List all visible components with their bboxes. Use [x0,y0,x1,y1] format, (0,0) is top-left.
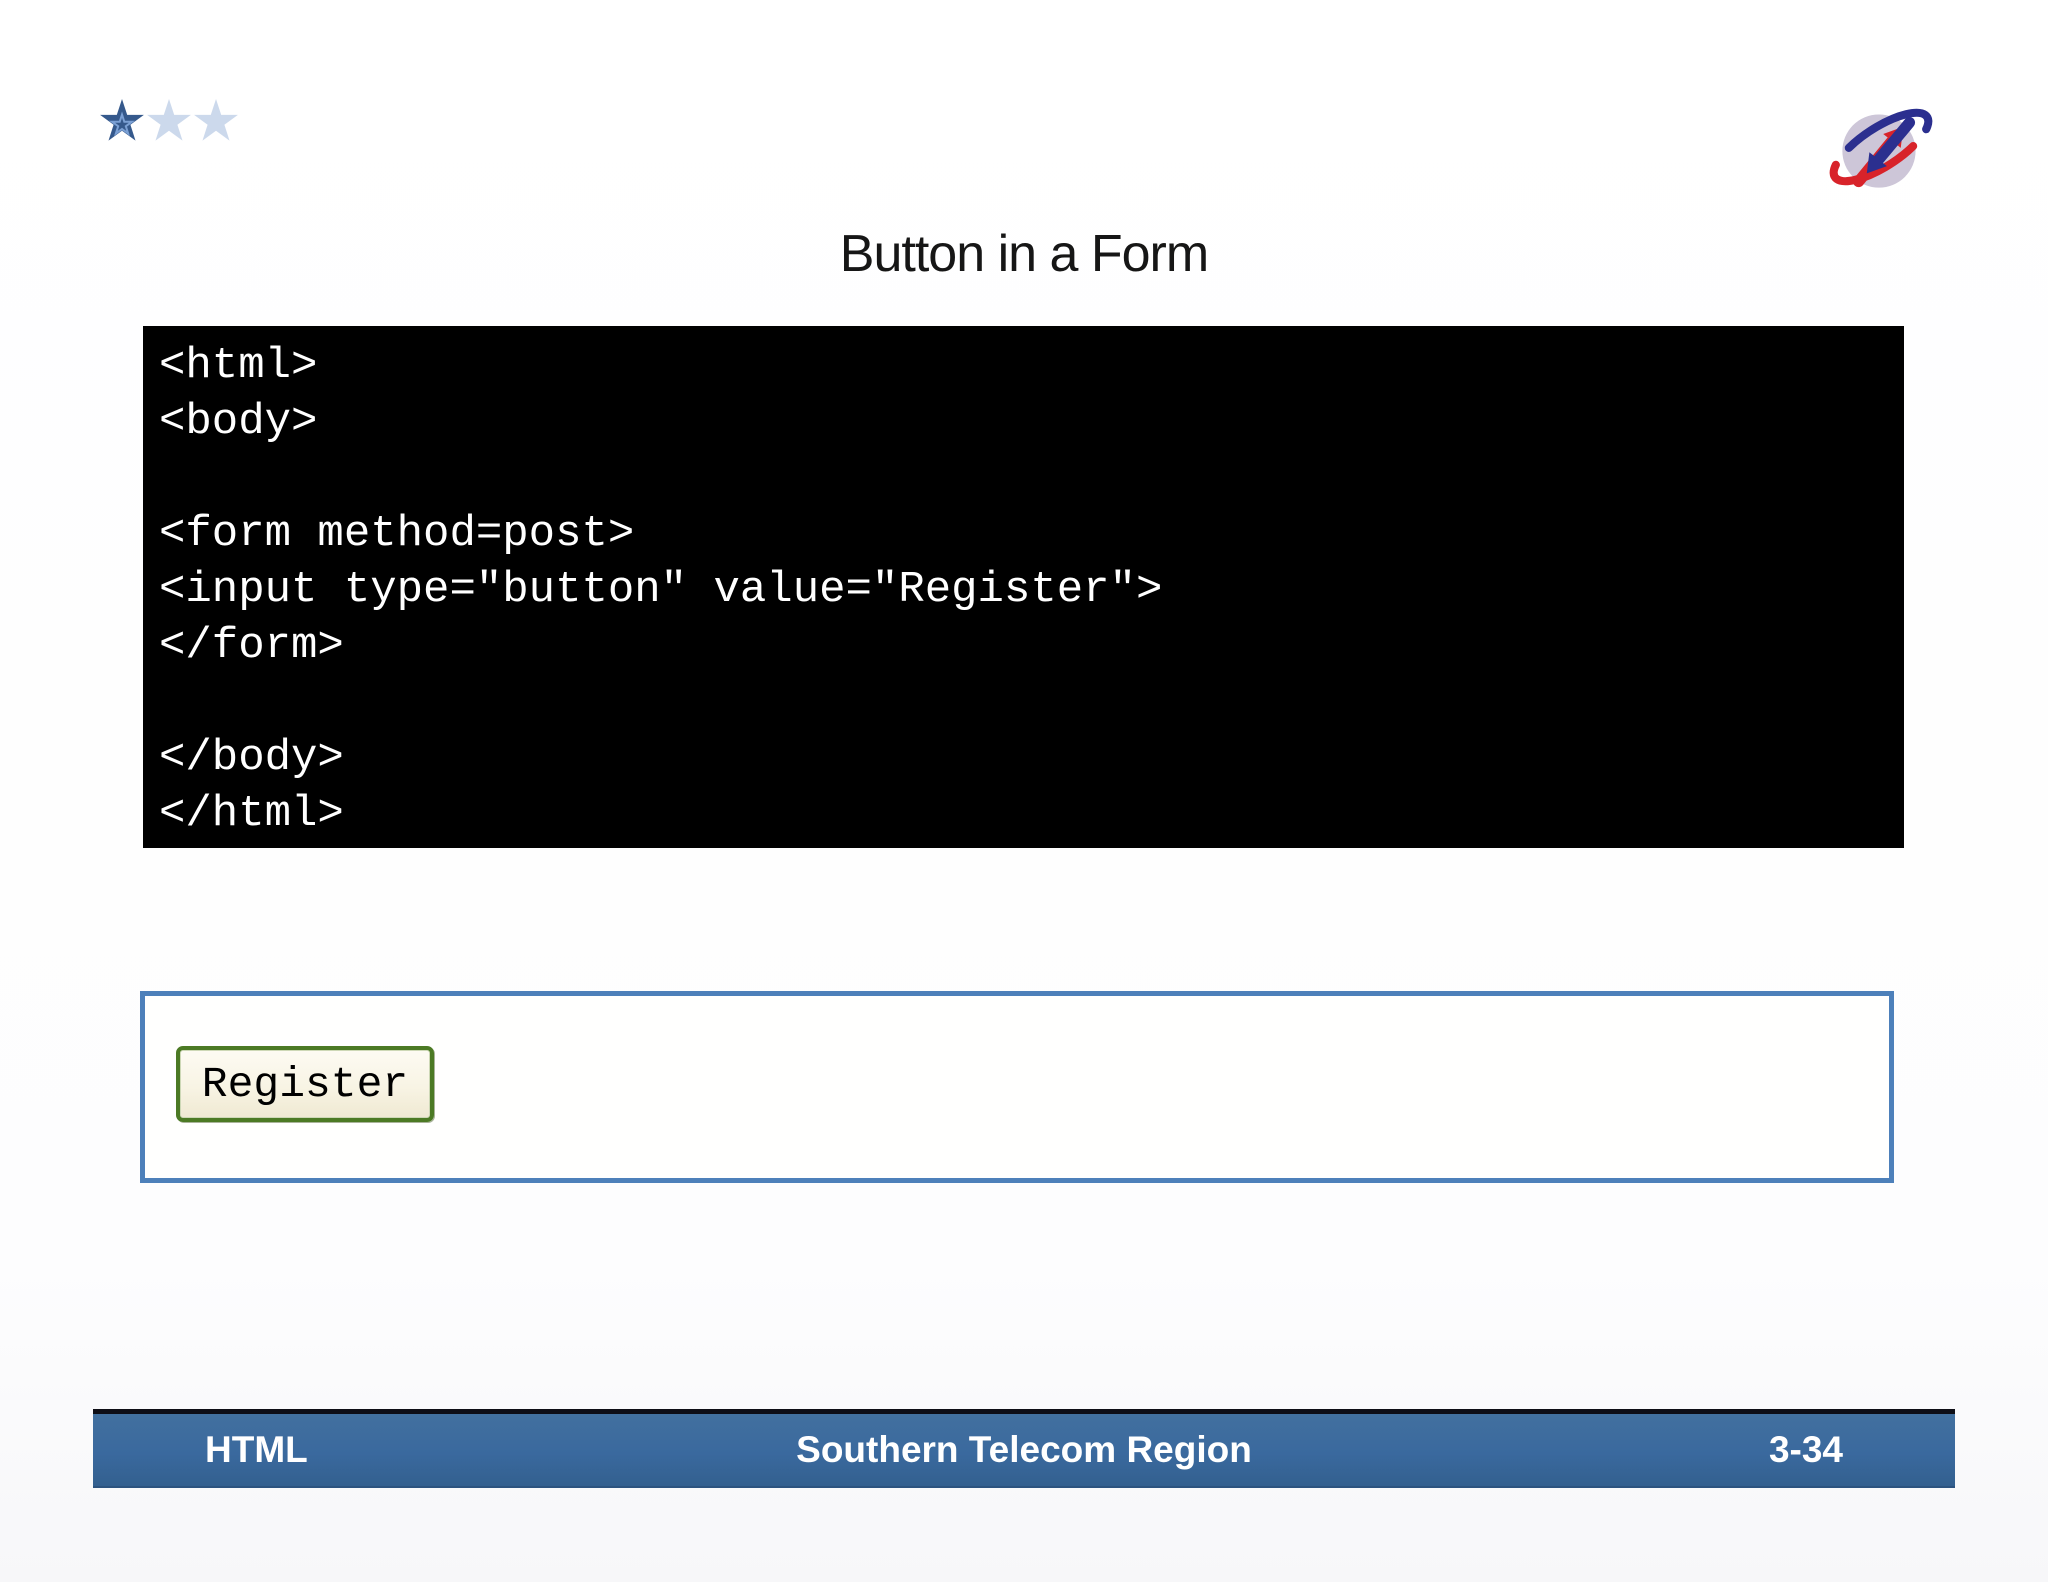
footer-page-number: 3-34 [1768,1429,1843,1470]
bsnl-logo-icon [1829,108,1933,188]
footer-bar: HTML Southern Telecom Region 3-34 [93,1409,1955,1488]
code-block: <html> <body> <form method=post> <input … [143,326,1904,848]
register-button[interactable]: Register [176,1046,434,1122]
rating-stars-icon [100,99,238,141]
star-empty-icon [194,99,238,141]
browser-output-panel: Register [140,991,1894,1183]
page-title: Button in a Form [839,225,1209,283]
star-filled-icon [100,99,144,141]
logo-blue-arrow [1866,117,1916,174]
footer-region-label: Southern Telecom Region [796,1429,1252,1470]
footer-course-label: HTML [205,1429,308,1470]
star-empty-icon [147,99,191,141]
